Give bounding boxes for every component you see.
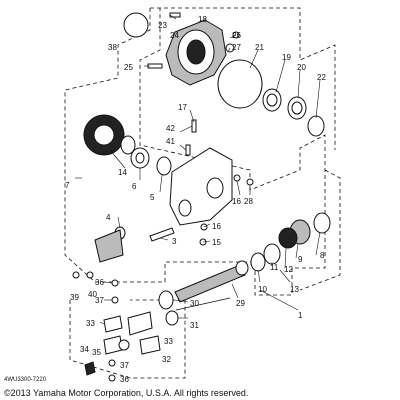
label-39: 39 <box>70 293 79 302</box>
label-25: 25 <box>124 63 133 72</box>
pin-41 <box>185 144 191 156</box>
shaft-3 <box>149 227 175 242</box>
ring-31 <box>165 310 179 326</box>
label-28: 28 <box>244 197 253 206</box>
housing-port <box>178 199 192 217</box>
shaft-29-end <box>235 260 249 276</box>
label-21: 21 <box>255 43 264 52</box>
reference-code: 4WU3300-7220 <box>4 377 47 383</box>
label-10: 10 <box>258 285 267 294</box>
label-16b: 16 <box>212 222 221 231</box>
o-ring-38 <box>123 12 149 38</box>
bolt-36b <box>108 374 116 382</box>
label-22: 22 <box>317 73 326 82</box>
label-37a: 37 <box>95 296 104 305</box>
label-26: 26 <box>232 31 241 40</box>
bolt-23 <box>169 12 181 18</box>
label-3: 3 <box>172 237 177 246</box>
gear-12 <box>278 227 298 249</box>
cross-34 <box>118 339 130 351</box>
label-13: 13 <box>290 285 299 294</box>
label-19: 19 <box>282 53 291 62</box>
bearing-11 <box>263 243 281 265</box>
label-35: 35 <box>92 348 101 357</box>
leader-lines <box>75 14 321 325</box>
part-shapes <box>72 12 331 382</box>
bearing-20-inner <box>291 101 303 115</box>
copyright-notice: ©2013 Yamaha Motor Corporation, U.S.A. A… <box>4 388 248 398</box>
label-29: 29 <box>236 299 245 308</box>
seal-30 <box>158 290 174 310</box>
bolt-36a <box>111 279 119 287</box>
cover-group-outline <box>150 7 336 150</box>
label-33a: 33 <box>86 319 95 328</box>
bolt-25 <box>147 63 163 69</box>
label-24: 24 <box>170 31 179 40</box>
group-link <box>175 297 231 311</box>
label-38: 38 <box>108 43 117 52</box>
label-1: 1 <box>298 311 303 320</box>
plug-16 <box>233 174 241 182</box>
nut-39 <box>72 271 80 279</box>
ring-8 <box>313 212 331 234</box>
label-34: 34 <box>80 345 89 354</box>
label-20: 20 <box>297 63 306 72</box>
washer-37b <box>108 359 116 367</box>
label-36a: 36 <box>95 278 104 287</box>
label-14: 14 <box>118 168 127 177</box>
label-5: 5 <box>150 193 155 202</box>
label-33b: 33 <box>164 337 173 346</box>
washer-28 <box>246 178 254 186</box>
label-41: 41 <box>166 137 175 146</box>
lower-group-outline <box>69 299 186 379</box>
label-42: 42 <box>166 124 175 133</box>
part-labels: 38 23 24 18 26 27 21 19 20 22 25 17 42 4… <box>4 15 326 384</box>
label-17: 17 <box>178 103 187 112</box>
bearing-19-inner <box>266 93 278 107</box>
label-37b: 37 <box>120 361 129 370</box>
ring-5 <box>156 156 172 176</box>
label-30: 30 <box>190 299 199 308</box>
spider-33b <box>139 335 161 355</box>
label-15: 15 <box>212 238 221 247</box>
label-11: 11 <box>270 263 279 272</box>
shaft-29 <box>174 264 246 303</box>
label-27: 27 <box>232 43 241 52</box>
label-4: 4 <box>106 213 111 222</box>
shim-14 <box>120 135 136 155</box>
ring-gear-hub <box>93 124 115 146</box>
right-group-outline <box>299 169 341 291</box>
label-9: 9 <box>298 255 303 264</box>
label-32: 32 <box>162 355 171 364</box>
washer-37a <box>111 296 119 304</box>
washer-40 <box>86 271 94 279</box>
ring-22 <box>307 115 325 137</box>
label-16a: 16 <box>232 197 241 206</box>
seal-10 <box>250 252 266 272</box>
clip-34 <box>84 361 96 376</box>
label-12: 12 <box>284 265 293 274</box>
cover-center <box>186 39 206 65</box>
label-40: 40 <box>88 290 97 299</box>
label-8: 8 <box>320 251 325 260</box>
label-6: 6 <box>132 182 137 191</box>
spider-33a <box>103 315 123 333</box>
label-7: 7 <box>65 181 70 190</box>
bearing-6-inner <box>135 152 145 164</box>
label-31: 31 <box>190 321 199 330</box>
shim-21 <box>217 59 263 109</box>
label-23: 23 <box>158 21 167 30</box>
yoke-32 <box>127 311 153 336</box>
housing-bore <box>206 177 224 199</box>
label-36b: 36 <box>120 375 129 384</box>
pinion-gear-7 <box>94 229 124 263</box>
label-18: 18 <box>198 15 207 24</box>
